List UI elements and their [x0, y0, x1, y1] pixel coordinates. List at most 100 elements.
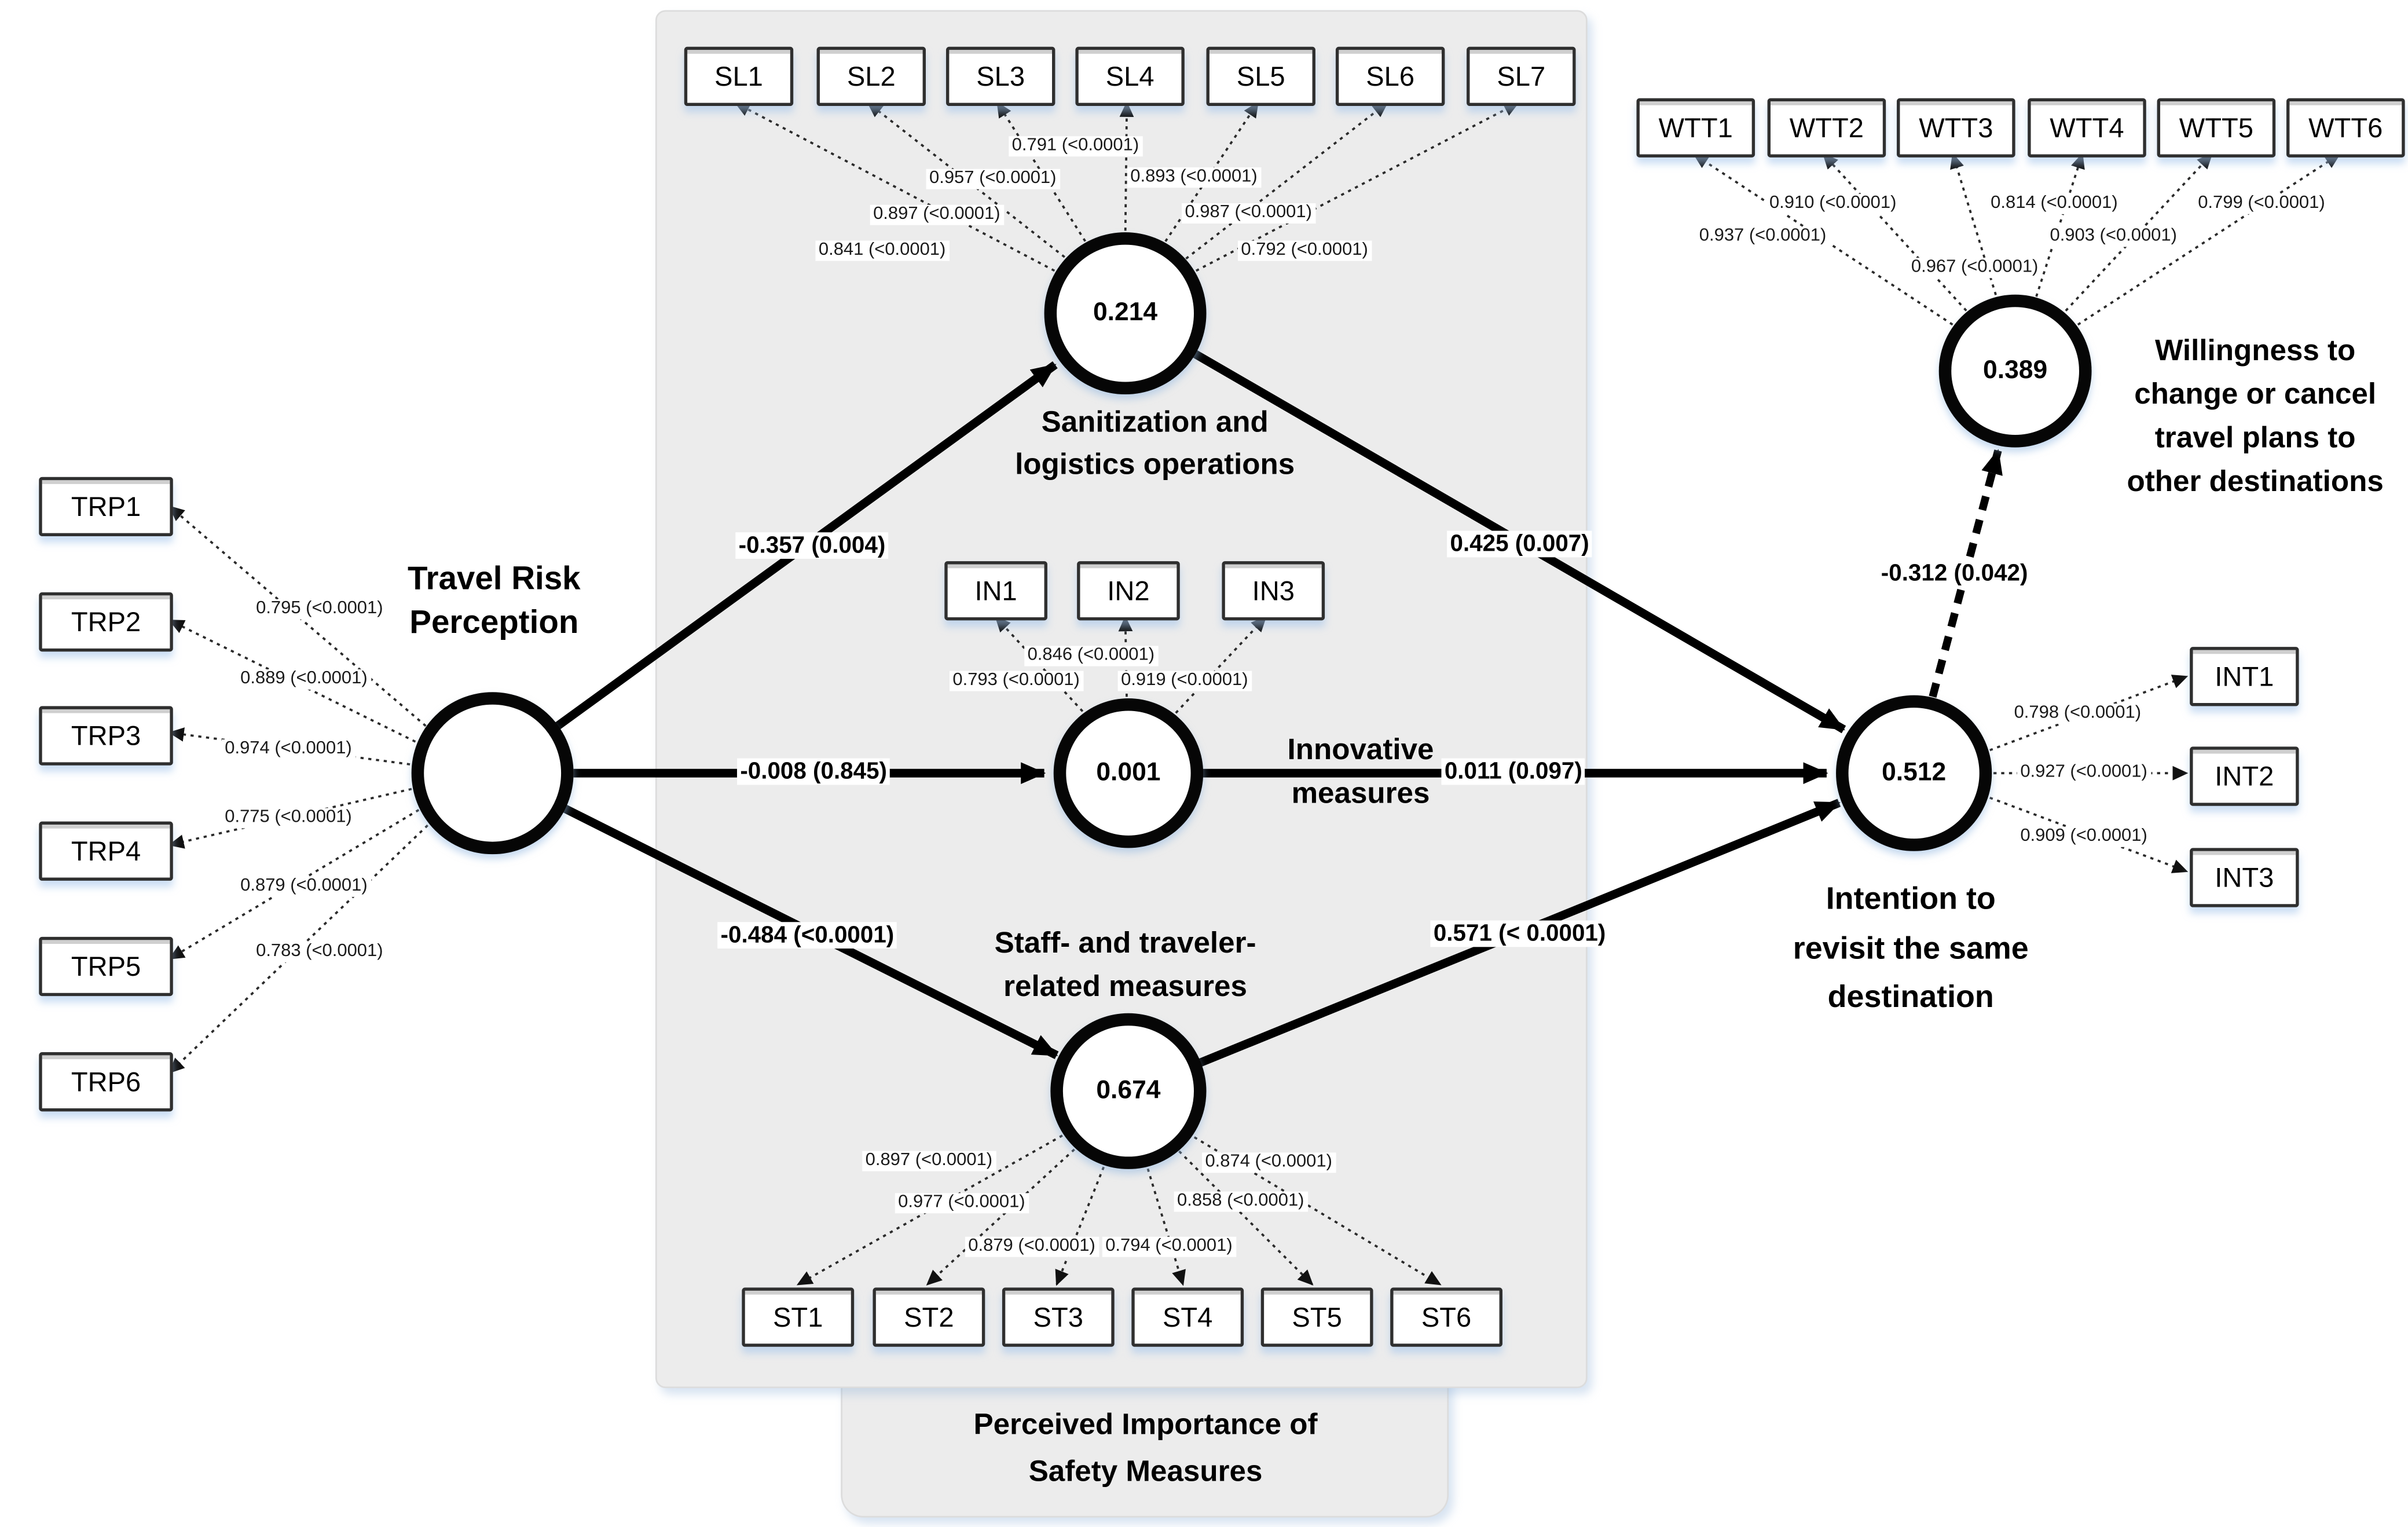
indicator-box-wtt4: WTT4: [2028, 98, 2146, 158]
indicator-box-trp2: TRP2: [39, 592, 173, 652]
indicator-label: TRP5: [71, 950, 141, 982]
loading-trp2: 0.889 (<0.0001): [237, 669, 371, 690]
indicator-box-sl3: SL3: [945, 46, 1055, 107]
coef-sl-to-int: 0.425 (0.007): [1447, 530, 1593, 558]
r2-wtt: 0.389: [1983, 356, 2048, 385]
coef-st-to-int: 0.571 (< 0.0001): [1430, 920, 1609, 947]
indicator-box-trp4: TRP4: [39, 821, 173, 881]
indicator-box-wtt1: WTT1: [1636, 98, 1755, 158]
indicator-box-sl6: SL6: [1335, 46, 1445, 107]
coef-trp-to-sl: -0.357 (0.004): [735, 532, 889, 559]
loading-wtt4: 0.814 (<0.0001): [1987, 193, 2121, 215]
indicator-label: SL7: [1497, 60, 1546, 91]
latent-in-circle: [1053, 698, 1204, 848]
r2-sl: 0.214: [1093, 298, 1158, 327]
indicator-box-in1: IN1: [944, 561, 1047, 621]
indicator-box-st3: ST3: [1002, 1287, 1115, 1347]
loading-st4: 0.794 (<0.0001): [1102, 1236, 1236, 1258]
indicator-box-trp1: TRP1: [39, 477, 173, 537]
r2-int: 0.512: [1882, 758, 1947, 787]
loading-wtt1: 0.937 (<0.0001): [1696, 226, 1830, 247]
latent-trp-circle: [411, 692, 574, 855]
indicator-box-sl7: SL7: [1467, 46, 1576, 107]
indicator-box-int1: INT1: [2190, 647, 2299, 706]
loading-int2: 0.927 (<0.0001): [2017, 763, 2151, 783]
latent-circles: [411, 232, 2092, 1169]
loading-sl6: 0.987 (<0.0001): [1182, 203, 1315, 224]
indicator-box-st2: ST2: [873, 1287, 985, 1347]
indicator-box-sl2: SL2: [816, 46, 926, 107]
latent-name-int: Intention to revisit the same destinatio…: [1793, 882, 2029, 1015]
indicator-box-st1: ST1: [742, 1287, 855, 1347]
indicator-box-int3: INT3: [2190, 848, 2299, 907]
indicator-box-wtt5: WTT5: [2157, 98, 2276, 158]
loading-sl4: 0.791 (<0.0001): [1009, 136, 1142, 157]
indicator-label: TRP3: [71, 719, 141, 751]
loading-wtt5: 0.903 (<0.0001): [2047, 226, 2180, 247]
loading-int1: 0.798 (<0.0001): [2011, 704, 2145, 724]
indicator-label: SL3: [976, 60, 1025, 91]
loading-in1: 0.793 (<0.0001): [949, 671, 1083, 692]
indicator-box-wtt2: WTT2: [1767, 98, 1886, 158]
indicator-label: SL4: [1105, 60, 1154, 91]
loading-st5: 0.858 (<0.0001): [1174, 1191, 1307, 1213]
indicator-box-trp6: TRP6: [39, 1052, 173, 1112]
indicator-label: ST3: [1033, 1301, 1083, 1332]
loading-int3: 0.909 (<0.0001): [2017, 826, 2151, 848]
loading-in2: 0.846 (<0.0001): [1024, 646, 1158, 667]
indicator-box-sl5: SL5: [1206, 46, 1315, 107]
indicator-label: TRP2: [71, 605, 141, 637]
latent-name-sl: Sanitization and logistics operations: [1015, 407, 1295, 482]
indicator-label: ST4: [1162, 1301, 1213, 1332]
indicator-box-sl1: SL1: [684, 46, 794, 107]
loading-sl3: 0.957 (<0.0001): [926, 169, 1060, 190]
indicator-label: ST1: [773, 1301, 823, 1332]
coef-trp-to-st: -0.484 (<0.0001): [717, 922, 897, 949]
latent-name-wtt: Willingness to change or cancel travel p…: [2127, 335, 2384, 499]
latent-name-in: Innovative measures: [1287, 734, 1434, 810]
loading-st6: 0.874 (<0.0001): [1202, 1152, 1336, 1173]
indicator-box-trp3: TRP3: [39, 706, 173, 766]
indicator-label: ST5: [1292, 1301, 1342, 1332]
indicator-box-trp5: TRP5: [39, 936, 173, 997]
loading-st2: 0.977 (<0.0001): [895, 1193, 1029, 1214]
indicator-label: IN2: [1107, 574, 1150, 606]
indicator-box-sl4: SL4: [1075, 46, 1185, 107]
loading-st3: 0.879 (<0.0001): [965, 1236, 1099, 1258]
loading-trp6: 0.783 (<0.0001): [252, 942, 386, 963]
indicator-label: WTT4: [2050, 111, 2124, 143]
latent-int-circle: [1836, 695, 1992, 851]
indicator-label: SL2: [846, 60, 896, 91]
indicator-box-wtt3: WTT3: [1897, 98, 2015, 158]
loading-wtt3: 0.967 (<0.0001): [1908, 258, 2042, 279]
loading-trp5: 0.879 (<0.0001): [237, 876, 371, 898]
indicator-label: SL6: [1366, 60, 1415, 91]
loading-trp3: 0.974 (<0.0001): [221, 739, 355, 760]
loading-sl2: 0.897 (<0.0001): [870, 204, 1003, 226]
indicator-label: SL5: [1236, 60, 1285, 91]
indicator-box-in2: IN2: [1077, 561, 1180, 621]
latent-st-circle: [1050, 1013, 1207, 1169]
indicator-label: WTT3: [1919, 111, 1993, 143]
loading-sl5: 0.893 (<0.0001): [1127, 167, 1261, 188]
indicator-label: TRP6: [71, 1065, 141, 1097]
indicator-label: TRP4: [71, 834, 141, 866]
loading-arrows-in: [995, 616, 1267, 720]
r2-st: 0.674: [1096, 1076, 1161, 1105]
indicator-label: WTT1: [1658, 111, 1733, 143]
indicator-box-wtt6: WTT6: [2286, 98, 2405, 158]
indicator-label: WTT2: [1789, 111, 1864, 143]
latent-sl-circle: [1044, 232, 1207, 395]
indicator-box-st6: ST6: [1390, 1287, 1502, 1347]
latent-name-st: Staff- and traveler- related measures: [994, 927, 1256, 1004]
indicator-label: IN3: [1252, 574, 1295, 606]
loading-sl7: 0.792 (<0.0001): [1237, 240, 1372, 262]
indicator-label: IN1: [974, 574, 1017, 606]
indicator-label: ST2: [904, 1301, 954, 1332]
indicator-box-st5: ST5: [1260, 1287, 1373, 1347]
indicator-label: INT1: [2215, 660, 2274, 691]
indicator-label: TRP1: [71, 490, 141, 522]
loading-st1: 0.897 (<0.0001): [862, 1151, 996, 1172]
